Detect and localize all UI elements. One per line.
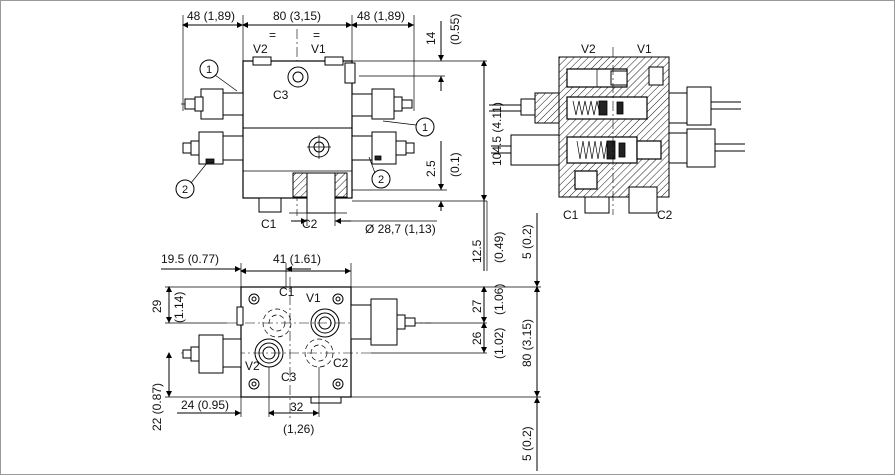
valve-body-plan	[240, 286, 352, 398]
label-v2-front: V2	[253, 42, 268, 56]
equal-mark-right: =	[313, 28, 320, 42]
dim-top-offset-in: (0.55)	[448, 14, 462, 45]
front-view: 48 (1,89) 80 (3,15) 48 (1,89) = =	[175, 9, 504, 236]
dim-top-left: 48 (1,89)	[187, 9, 235, 23]
dim-plan-width: 41 (1.61)	[273, 252, 321, 266]
label-c2-plan: C2	[333, 356, 349, 370]
label-v2-section: V2	[581, 42, 596, 56]
callout-1-right: 1	[422, 122, 428, 134]
dim-diameter: Ø 28,7 (1,13)	[365, 222, 436, 236]
dim-right-offset-top: 5 (0.2)	[520, 224, 534, 259]
label-v2-plan: V2	[245, 359, 260, 373]
label-v1-front: V1	[311, 42, 326, 56]
label-v1-plan: V1	[306, 291, 321, 305]
dim-small-gap: 2.5	[424, 160, 438, 177]
dim-bottom-offset-in: (0.49)	[492, 232, 506, 263]
dim-plan-22: 22 (0.87)	[150, 383, 164, 431]
equal-mark-left: =	[269, 28, 276, 42]
dim-height-total: 104.5 (4.11)	[490, 102, 504, 166]
dim-top-offset: 14	[424, 31, 438, 45]
dim-plan-27: 27	[470, 299, 484, 313]
label-c1-plan: C1	[279, 285, 295, 299]
label-c3-front: C3	[273, 88, 289, 102]
callout-1-top: 1	[206, 64, 212, 76]
label-v1-section: V1	[637, 42, 652, 56]
dim-plan-left: 19.5 (0.77)	[161, 252, 219, 266]
dim-plan-32: 32	[290, 400, 304, 414]
dim-plan-24: 24 (0.95)	[181, 398, 229, 412]
label-c1-section: C1	[563, 208, 579, 222]
dim-plan-29-in: (1.14)	[172, 292, 186, 323]
dim-bottom-offset: 12.5	[470, 239, 484, 263]
dim-top-right: 48 (1,89)	[357, 9, 405, 23]
dim-small-gap-in: (0.1)	[448, 152, 462, 177]
dim-plan-26: 26	[470, 331, 484, 345]
dim-plan-29: 29	[150, 299, 164, 313]
label-c3-plan: C3	[281, 370, 297, 384]
label-c1-front: C1	[261, 217, 277, 231]
label-c2-front: C2	[302, 217, 318, 231]
section-view: V2 V1 C1 C2	[489, 42, 745, 222]
callout-2-left: 2	[182, 184, 188, 196]
dim-plan-32-in: (1,26)	[283, 422, 314, 436]
dim-top-mid: 80 (3,15)	[273, 9, 321, 23]
dim-right-offset-bottom: 5 (0.2)	[520, 426, 534, 461]
dim-plan-80: 80 (3.15)	[520, 319, 534, 367]
plan-view: 19.5 (0.77) 41 (1.61)	[150, 201, 541, 471]
dim-plan-26-in: (1.02)	[492, 328, 506, 359]
label-c2-section: C2	[657, 208, 673, 222]
callout-2-right: 2	[378, 174, 384, 186]
dim-plan-27-in: (1.06)	[492, 284, 506, 315]
